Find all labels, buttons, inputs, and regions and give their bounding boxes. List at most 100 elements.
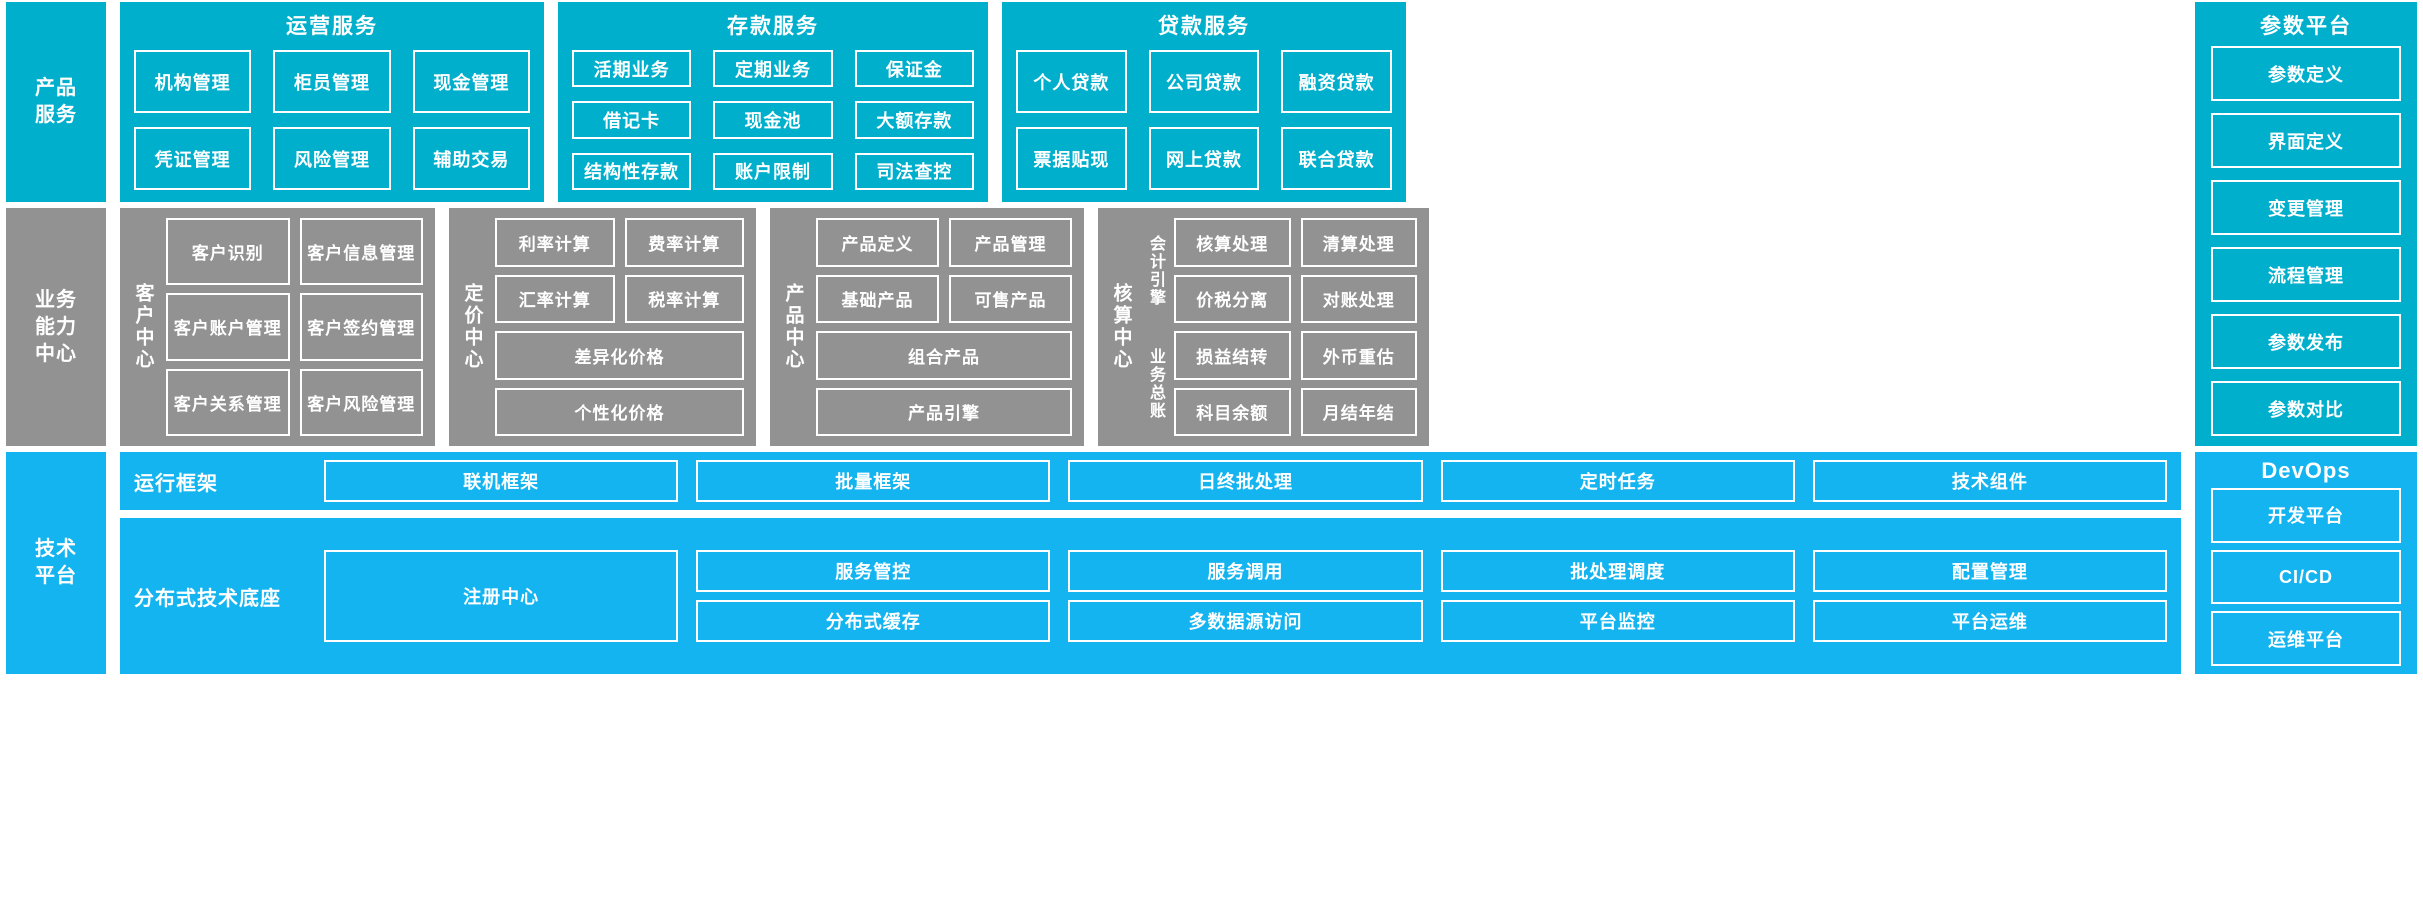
panel-devops: DevOps 开发平台 CI/CD 运维平台 (2195, 452, 2417, 674)
tech-cell[interactable]: 分布式缓存 (696, 600, 1051, 642)
center-row: 产品定义 产品管理 (816, 218, 1072, 267)
tech-cell[interactable]: 批量框架 (696, 460, 1051, 502)
panel-grid-loan-service: 个人贷款 公司贷款 融资贷款 票据贴现 网上贷款 联合贷款 (1016, 50, 1392, 190)
row-label-line2: 平台 (35, 565, 77, 587)
capability-cell[interactable]: 损益结转 (1174, 331, 1291, 380)
capability-cell[interactable]: 价税分离 (1174, 274, 1291, 323)
tech-cell[interactable]: 批处理调度 (1440, 550, 1795, 592)
service-cell[interactable]: 账户限制 (713, 152, 833, 190)
service-cell[interactable]: 保证金 (854, 50, 974, 88)
capability-cell[interactable]: 客户账户管理 (166, 293, 290, 361)
capability-cell[interactable]: 基础产品 (816, 274, 939, 323)
capability-cell[interactable]: 个性化价格 (495, 387, 744, 436)
tech-strip-runtime-framework: 运行框架 联机框架 批量框架 日终批处理 定时任务 技术组件 (120, 452, 2181, 510)
service-cell[interactable]: 柜员管理 (273, 50, 391, 113)
tech-cell[interactable]: 配置管理 (1812, 550, 2168, 592)
center-row: 科目余额 月结年结 (1174, 387, 1417, 436)
panel-deposit-service: 存款服务 活期业务 定期业务 保证金 借记卡 现金池 大额存款 结构性存款 账户… (558, 2, 988, 202)
parameter-item[interactable]: 界面定义 (2211, 113, 2401, 168)
service-cell[interactable]: 活期业务 (572, 50, 692, 88)
capability-cell[interactable]: 客户关系管理 (166, 368, 290, 436)
service-cell[interactable]: 个人贷款 (1016, 50, 1127, 113)
tech-cell[interactable]: 注册中心 (324, 550, 679, 642)
capability-cell[interactable]: 差异化价格 (495, 331, 744, 380)
capability-cell[interactable]: 月结年结 (1300, 387, 1417, 436)
center-row: 产品引擎 (816, 387, 1072, 436)
service-cell[interactable]: 现金池 (713, 101, 833, 139)
row-label-line1: 业务 (35, 288, 77, 311)
tech-column: 服务管控 分布式缓存 (696, 550, 1051, 642)
service-cell[interactable]: 结构性存款 (572, 152, 692, 190)
service-cell[interactable]: 现金管理 (412, 50, 530, 113)
capability-cell[interactable]: 利率计算 (495, 218, 615, 267)
tech-strip-label-distributed-base: 分布式技术底座 (134, 587, 281, 610)
capability-cell[interactable]: 客户风险管理 (299, 368, 423, 436)
service-cell[interactable]: 凭证管理 (134, 127, 252, 190)
tech-cell[interactable]: 定时任务 (1440, 460, 1795, 502)
center-label-pricing: 定价中心 (461, 283, 483, 371)
capability-cell[interactable]: 客户信息管理 (299, 218, 423, 286)
tech-column: 技术组件 (1812, 460, 2168, 502)
tech-column: 定时任务 (1440, 460, 1795, 502)
tech-column: 联机框架 (324, 460, 679, 502)
parameter-item[interactable]: 变更管理 (2211, 180, 2401, 235)
service-cell[interactable]: 定期业务 (713, 50, 833, 88)
tech-cell[interactable]: 服务管控 (696, 550, 1051, 592)
center-customer: 客户中心 客户识别 客户信息管理 客户账户管理 客户签约管理 客户关系管理 客户… (120, 208, 435, 446)
panel-title-deposit-service: 存款服务 (727, 15, 819, 38)
service-cell[interactable]: 大额存款 (854, 101, 974, 139)
service-cell[interactable]: 联合贷款 (1281, 127, 1392, 190)
tech-cell[interactable]: 日终批处理 (1068, 460, 1423, 502)
capability-cell[interactable]: 清算处理 (1300, 218, 1417, 267)
capability-cell[interactable]: 产品定义 (816, 218, 939, 267)
capability-cell[interactable]: 可售产品 (949, 274, 1072, 323)
devops-item[interactable]: 开发平台 (2211, 488, 2401, 543)
service-cell[interactable]: 票据贴现 (1016, 127, 1127, 190)
tech-cell[interactable]: 多数据源访问 (1068, 600, 1423, 642)
panel-title-operation-service: 运营服务 (286, 15, 378, 38)
capability-cell[interactable]: 对账处理 (1300, 274, 1417, 323)
capability-cell[interactable]: 费率计算 (624, 218, 744, 267)
capability-cell[interactable]: 外币重估 (1300, 331, 1417, 380)
service-cell[interactable]: 公司贷款 (1148, 50, 1260, 113)
capability-cell[interactable]: 税率计算 (624, 274, 744, 323)
service-cell[interactable]: 融资贷款 (1281, 50, 1392, 113)
capability-cell[interactable]: 产品引擎 (816, 387, 1072, 436)
center-row: 差异化价格 (495, 331, 744, 380)
capability-cell[interactable]: 汇率计算 (495, 274, 615, 323)
parameter-item[interactable]: 参数发布 (2211, 314, 2401, 369)
capability-cell[interactable]: 核算处理 (1174, 218, 1291, 267)
capability-cell[interactable]: 科目余额 (1174, 387, 1291, 436)
tech-cell[interactable]: 联机框架 (324, 460, 679, 502)
center-body-product: 产品定义 产品管理 基础产品 可售产品 组合产品 产品引擎 (816, 218, 1072, 436)
service-cell[interactable]: 借记卡 (572, 101, 692, 139)
panel-operation-service: 运营服务 机构管理 柜员管理 现金管理 凭证管理 风险管理 辅助交易 (120, 2, 544, 202)
service-cell[interactable]: 司法查控 (854, 152, 974, 190)
service-cell[interactable]: 网上贷款 (1148, 127, 1260, 190)
service-cell[interactable]: 机构管理 (134, 50, 252, 113)
capability-cell[interactable]: 客户识别 (166, 218, 290, 286)
row-label-product-service: 产品 服务 (6, 2, 106, 202)
tech-cell[interactable]: 平台运维 (1812, 600, 2168, 642)
parameter-item[interactable]: 流程管理 (2211, 247, 2401, 302)
capability-cell[interactable]: 客户签约管理 (299, 293, 423, 361)
service-cell[interactable]: 风险管理 (273, 127, 391, 190)
capability-cell[interactable]: 产品管理 (949, 218, 1072, 267)
parameter-item[interactable]: 参数定义 (2211, 46, 2401, 101)
parameter-item[interactable]: 参数对比 (2211, 381, 2401, 436)
service-cell[interactable]: 辅助交易 (412, 127, 530, 190)
center-label-customer: 客户中心 (132, 283, 154, 371)
tech-cell[interactable]: 技术组件 (1812, 460, 2168, 502)
center-row: 基础产品 可售产品 (816, 274, 1072, 323)
devops-item[interactable]: CI/CD (2211, 549, 2401, 605)
center-row: 价税分离 对账处理 (1174, 274, 1417, 323)
center-row: 客户账户管理 客户签约管理 (166, 293, 423, 361)
panel-parameter-platform: 参数平台 参数定义 界面定义 变更管理 流程管理 参数发布 参数对比 (2195, 2, 2417, 446)
center-pricing: 定价中心 利率计算 费率计算 汇率计算 税率计算 差异化价格 个性化价格 (449, 208, 756, 446)
tech-cell[interactable]: 平台监控 (1440, 600, 1795, 642)
tech-platform-band: 技术 平台 运行框架 联机框架 批量框架 日终批处理 (0, 452, 2423, 674)
tech-cell[interactable]: 服务调用 (1068, 550, 1423, 592)
tech-column: 配置管理 平台运维 (1812, 550, 2168, 642)
capability-cell[interactable]: 组合产品 (816, 331, 1072, 380)
devops-item[interactable]: 运维平台 (2211, 611, 2401, 667)
